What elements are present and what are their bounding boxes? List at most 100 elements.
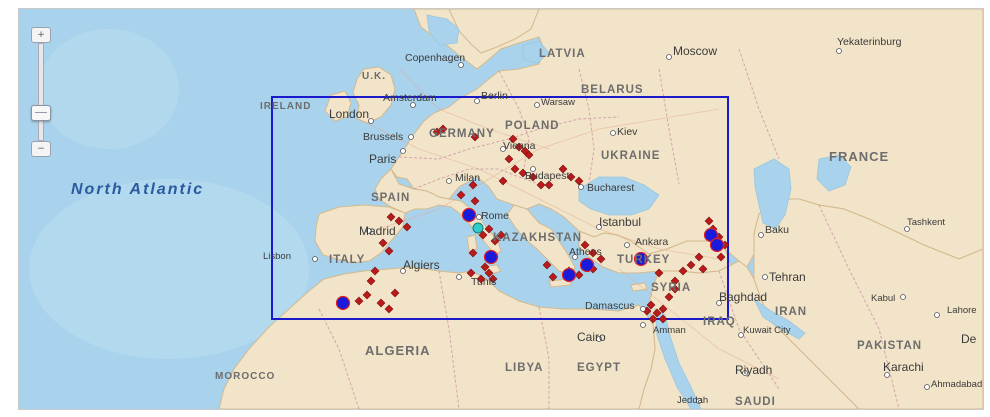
country-algeria: ALGERIA [365, 343, 431, 358]
incident-marker-small[interactable] [510, 164, 520, 174]
incident-marker-small[interactable] [490, 236, 500, 246]
incident-marker-small[interactable] [402, 222, 412, 232]
city-bucharest: Bucharest [578, 182, 634, 194]
city-istanbul: Istanbul [596, 215, 641, 230]
incident-marker-small[interactable] [558, 164, 568, 174]
country-libya: LIBYA [505, 362, 543, 374]
incident-marker-small[interactable] [548, 272, 558, 282]
incident-marker-small[interactable] [698, 264, 708, 274]
incident-marker-small[interactable] [588, 248, 598, 258]
svg-text:Paris: Paris [369, 152, 396, 166]
svg-text:Amsterdam: Amsterdam [383, 92, 437, 104]
incident-marker-small[interactable] [648, 314, 658, 324]
incident-marker-small[interactable] [498, 176, 508, 186]
country-iraq: IRAQ [703, 316, 736, 328]
incident-marker-small[interactable] [542, 260, 552, 270]
incident-marker-small[interactable] [394, 216, 404, 226]
incident-marker-large[interactable] [461, 207, 477, 223]
incident-marker-small[interactable] [384, 304, 394, 314]
city-tunis: Tunis [456, 274, 496, 288]
incident-marker-small[interactable] [508, 134, 518, 144]
zoom-slider-track[interactable] [38, 43, 44, 141]
incident-marker-small[interactable] [390, 288, 400, 298]
incident-marker-small[interactable] [536, 180, 546, 190]
incident-marker-small[interactable] [580, 240, 590, 250]
incident-marker-small[interactable] [658, 304, 668, 314]
incident-marker-small[interactable] [470, 196, 480, 206]
incident-marker-small[interactable] [496, 230, 506, 240]
incident-marker-small[interactable] [658, 314, 668, 324]
incident-marker-large[interactable] [709, 237, 725, 253]
incident-marker-small[interactable] [468, 180, 478, 190]
incident-marker-small[interactable] [544, 180, 554, 190]
country-ukraine: UKRAINE [601, 150, 660, 162]
country-pakistan: PAKISTAN [857, 340, 922, 352]
incident-marker-small[interactable] [466, 268, 476, 278]
country-egypt: EGYPT [577, 362, 621, 374]
selection-box [271, 96, 729, 320]
incident-marker-small[interactable] [670, 276, 680, 286]
incident-marker-small[interactable] [386, 212, 396, 222]
incident-marker-small[interactable] [470, 132, 480, 142]
incident-marker-small[interactable] [378, 238, 388, 248]
zoom-control[interactable]: + − [31, 27, 51, 157]
city-milan: Milan [446, 172, 480, 184]
incident-marker-small[interactable] [574, 270, 584, 280]
incident-marker-small[interactable] [456, 190, 466, 200]
incident-marker-small[interactable] [362, 290, 372, 300]
basemap[interactable]: North Atlantic Copenhagen Moscow Yekater… [19, 9, 983, 409]
incident-marker-small[interactable] [370, 266, 380, 276]
incident-marker-small[interactable] [384, 246, 394, 256]
incident-marker-large[interactable] [335, 295, 351, 311]
map-view[interactable]: North Atlantic Copenhagen Moscow Yekater… [18, 8, 984, 410]
incident-marker-small[interactable] [468, 248, 478, 258]
city-lisbon: Lisbon [263, 251, 318, 262]
incident-marker-small[interactable] [488, 274, 498, 284]
incident-marker-small[interactable] [596, 254, 606, 264]
incident-marker-small[interactable] [670, 284, 680, 294]
incident-marker-small[interactable] [686, 260, 696, 270]
zoom-slider-handle[interactable] [31, 105, 51, 121]
ocean-label: North Atlantic [71, 181, 204, 198]
incident-marker-large[interactable] [561, 267, 577, 283]
svg-text:Riyadh: Riyadh [735, 363, 772, 377]
incident-marker-small[interactable] [504, 154, 514, 164]
incident-marker-small[interactable] [480, 262, 490, 272]
incident-marker-small[interactable] [566, 172, 576, 182]
incident-marker-small[interactable] [354, 296, 364, 306]
incident-marker-large[interactable] [579, 257, 595, 273]
incident-marker-small[interactable] [646, 300, 656, 310]
incident-marker-small[interactable] [476, 274, 486, 284]
incident-marker-small[interactable] [518, 168, 528, 178]
svg-text:Lahore: Lahore [947, 305, 977, 316]
incident-marker-small[interactable] [478, 230, 488, 240]
incident-marker-small[interactable] [664, 292, 674, 302]
incident-marker-large[interactable] [483, 249, 499, 265]
incident-marker-small[interactable] [652, 308, 662, 318]
incident-marker-small[interactable] [376, 298, 386, 308]
incident-marker-small[interactable] [484, 268, 494, 278]
city-de: De [961, 332, 977, 346]
zoom-out-button[interactable]: − [31, 141, 51, 157]
incident-marker-small[interactable] [694, 252, 704, 262]
incident-marker-small[interactable] [574, 176, 584, 186]
incident-marker-small[interactable] [524, 150, 534, 160]
incident-marker-large[interactable] [633, 251, 649, 267]
city-vienna: Vienna [500, 140, 536, 152]
incident-marker-small[interactable] [432, 127, 442, 137]
zoom-in-button[interactable]: + [31, 27, 51, 43]
city-ahmadabad: Ahmadabad [924, 379, 982, 390]
incident-marker-small[interactable] [716, 252, 726, 262]
incident-marker-small[interactable] [514, 142, 524, 152]
incident-marker-small[interactable] [678, 266, 688, 276]
svg-text:Kuwait City: Kuwait City [743, 325, 791, 336]
incident-marker-small[interactable] [438, 124, 448, 134]
incident-marker-small[interactable] [704, 216, 714, 226]
city-algiers: Algiers [400, 258, 440, 274]
incident-marker-small[interactable] [366, 276, 376, 286]
incident-marker-small[interactable] [654, 268, 664, 278]
incident-marker-small[interactable] [528, 172, 538, 182]
svg-text:Baghdad: Baghdad [719, 290, 767, 304]
incident-marker-highlight[interactable] [472, 222, 484, 234]
incident-marker-small[interactable] [484, 224, 494, 234]
